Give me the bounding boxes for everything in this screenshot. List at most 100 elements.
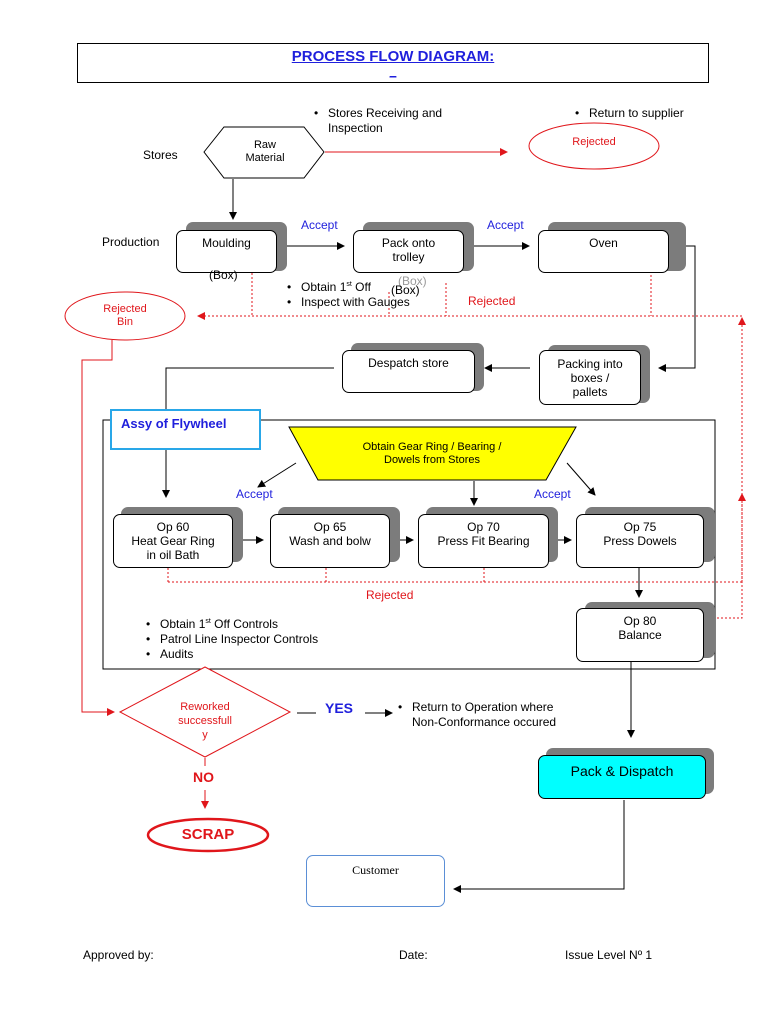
obtain-first-off-rest: Off <box>351 280 371 294</box>
packing-line3: pallets <box>572 385 608 399</box>
production-reject-lines <box>197 273 742 320</box>
rejected-bin-label: Rejected Bin <box>65 303 185 329</box>
assy-controls-note: • Obtain 1st Off Controls •Patrol Line In… <box>146 614 318 662</box>
pack-dispatch-box: Pack & Dispatch <box>538 755 706 799</box>
raw-material-label: Raw Material <box>226 139 304 165</box>
stores-receiving-line2: Inspection <box>328 121 383 135</box>
bullet-icon: • <box>146 617 151 631</box>
return-line2: Non-Conformance occured <box>412 715 557 729</box>
gear-ring-label: Obtain Gear Ring / Bearing / Dowels from… <box>318 441 546 467</box>
op65-box: Op 65 Wash and bolw <box>270 514 390 568</box>
raw-material-line2: Material <box>245 152 285 164</box>
assy-title-box: Assy of Flywheel <box>110 409 261 450</box>
assy-control-item-1: •Patrol Line Inspector Controls <box>146 632 318 647</box>
op60-line1: Op 60 <box>156 520 190 534</box>
moulding-label: Moulding <box>202 236 251 250</box>
op70-line1: Op 70 <box>467 520 500 534</box>
oven-to-packing-arrow <box>658 245 696 372</box>
obtain-first-off-sup: st <box>346 281 352 288</box>
op60-line3: in oil Bath <box>146 548 200 562</box>
pack-line2: trolley <box>392 250 425 264</box>
bullet-icon: • <box>314 106 319 120</box>
rejected-ellipse-label: Rejected <box>572 136 616 148</box>
op80-line1: Op 80 <box>623 614 657 628</box>
bullet-icon: • <box>287 280 292 294</box>
box-label-moulding: (Box) <box>209 268 238 282</box>
scrap-label: SCRAP <box>181 826 235 843</box>
gear-line2: Dowels from Stores <box>384 454 480 466</box>
scrap-ellipse <box>146 817 270 853</box>
return-to-supplier-text: Return to supplier <box>589 106 684 120</box>
stores-receiving-note: • Stores Receiving and Inspection <box>314 106 442 136</box>
op70-line2: Press Fit Bearing <box>437 534 530 548</box>
return-to-supplier-note: • Return to supplier <box>575 106 684 121</box>
op75-line1: Op 75 <box>623 520 657 534</box>
op80-box: Op 80 Balance <box>576 608 704 662</box>
date-label: Date: <box>399 948 428 962</box>
raw-material-hexagon <box>203 126 325 179</box>
reworked-label: Reworked successfull y <box>150 700 260 742</box>
op70-box: Op 70 Press Fit Bearing <box>418 514 549 568</box>
gear-line1: Obtain Gear Ring / Bearing / <box>362 441 502 453</box>
stores-receiving-line1: Stores Receiving and <box>328 106 443 120</box>
despatch-store-box: Despatch store <box>342 350 475 393</box>
bin-to-reworked-arrow <box>81 340 115 716</box>
stores-label: Stores <box>143 148 178 162</box>
moulding-box: Moulding <box>176 230 277 273</box>
pack-dispatch-label: Pack & Dispatch <box>570 763 674 779</box>
production-controls-note: •Obtain 1st Off •Inspect with Gauges <box>287 277 410 310</box>
rejected-bin-ellipse <box>64 291 186 341</box>
control-text: Obtain 1 <box>160 617 206 631</box>
control-sup: st <box>205 618 211 625</box>
customer-box: Customer <box>306 855 445 907</box>
yes-label: YES <box>325 700 354 716</box>
reworked-line2: successfull <box>178 715 232 727</box>
title-underscore: _ <box>389 64 397 78</box>
pack-trolley-box: Pack onto trolley <box>353 230 464 273</box>
control-rest: Off Controls <box>210 617 278 631</box>
op65-line2: Wash and bolw <box>289 534 371 548</box>
no-label: NO <box>193 769 214 785</box>
assy-rejected-label: Rejected <box>366 588 414 602</box>
bullet-icon: • <box>146 647 151 661</box>
customer-label: Customer <box>352 863 399 877</box>
bullet-icon: • <box>146 632 151 646</box>
assy-accept-right: Accept <box>534 487 571 501</box>
accept-label-2: Accept <box>487 218 524 232</box>
production-label: Production <box>102 235 160 249</box>
return-line1: Return to Operation where <box>412 700 554 714</box>
op75-line2: Press Dowels <box>603 534 677 548</box>
op65-line1: Op 65 <box>313 520 347 534</box>
issue-level-label: Issue Level Nº 1 <box>565 948 653 962</box>
assy-reject-lines <box>167 317 746 619</box>
op60-box: Op 60 Heat Gear Ring in oil Bath <box>113 514 233 568</box>
box-label-ghost: (Box) <box>398 274 427 288</box>
assy-control-item-0: • Obtain 1st Off Controls <box>146 614 318 632</box>
approved-by-label: Approved by: <box>83 948 154 962</box>
rejected-bin-line2: Bin <box>117 316 133 328</box>
pack-dispatch-to-customer-arrow <box>453 800 625 893</box>
rejected-bin-line1: Rejected <box>103 303 147 315</box>
gear-to-op60-arrow <box>257 462 297 488</box>
reworked-diamond <box>118 666 292 758</box>
bullet-icon: • <box>287 295 292 309</box>
bullet-icon: • <box>398 700 403 714</box>
despatch-store-label: Despatch store <box>368 356 449 370</box>
title-box: PROCESS FLOW DIAGRAM: _ <box>77 43 709 83</box>
gear-to-op75-arrow <box>566 462 596 496</box>
obtain-first-off-text: Obtain 1 <box>301 280 347 294</box>
assy-frame <box>102 419 716 670</box>
op80-line2: Balance <box>618 628 662 642</box>
page-title: PROCESS FLOW DIAGRAM: <box>291 48 495 65</box>
assy-title: Assy of Flywheel <box>121 416 227 431</box>
despatch-to-op60-arrow <box>162 367 334 498</box>
reworked-line3: y <box>202 729 208 741</box>
reworked-line1: Reworked <box>180 701 230 713</box>
control-text: Audits <box>160 647 194 661</box>
production-rejected-label: Rejected <box>468 294 516 308</box>
packing-box: Packing into boxes / pallets <box>539 350 641 405</box>
pack-line1: Pack onto <box>381 236 436 250</box>
bullet-icon: • <box>575 106 580 120</box>
packing-line1: Packing into <box>557 357 623 371</box>
return-operation-note: • Return to Operation where Non-Conforman… <box>398 700 556 730</box>
